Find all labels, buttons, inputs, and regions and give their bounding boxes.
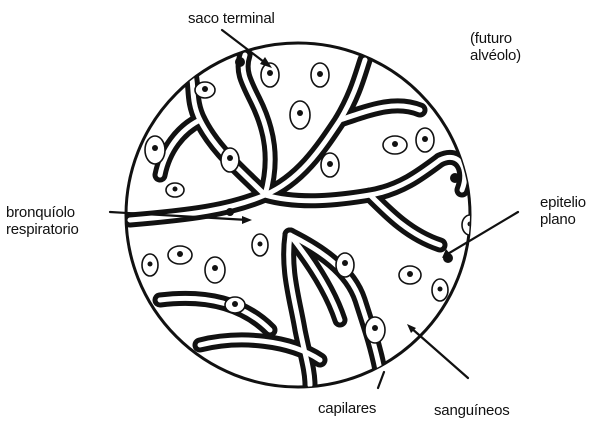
leader-sanguineos xyxy=(410,327,468,378)
label-saco-terminal: saco terminal xyxy=(188,10,275,27)
label-futuro-alveolo: (futuro alvéolo) xyxy=(470,30,521,64)
futuro-line1-text: (futuro xyxy=(470,30,521,47)
bronquiolo-line1-text: bronquíolo xyxy=(6,204,79,221)
capilares-text: capilares xyxy=(318,400,376,417)
futuro-line2-text: alvéolo) xyxy=(470,47,521,64)
saco-terminal-text: saco terminal xyxy=(188,10,275,27)
bronquiolo-line2-text: respiratorio xyxy=(6,221,79,238)
label-capilares: capilares xyxy=(318,400,376,417)
epitelio-line1-text: epitelio xyxy=(540,194,586,211)
sanguineos-text: sanguíneos xyxy=(434,402,510,419)
label-sanguineos: sanguíneos xyxy=(434,402,510,419)
epitelio-line2-text: plano xyxy=(540,211,586,228)
label-epitelio-plano: epitelio plano xyxy=(540,194,586,228)
label-bronquiolo-respiratorio: bronquíolo respiratorio xyxy=(6,204,79,238)
leader-capilares xyxy=(378,372,384,388)
